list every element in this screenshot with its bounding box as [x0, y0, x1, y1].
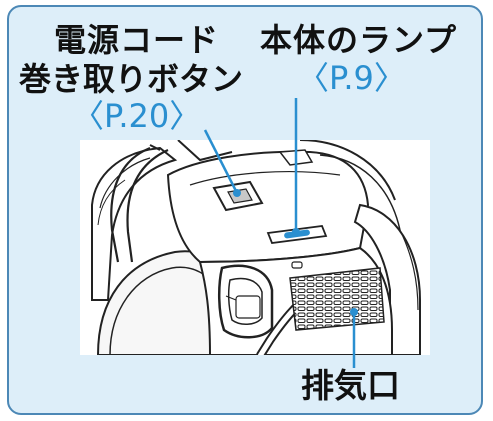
- vacuum-body: [80, 140, 430, 355]
- exhaust-label: 排気口: [301, 366, 400, 405]
- exhaust-leader-dot: [350, 308, 358, 316]
- cord-button-leader-dot: [233, 189, 241, 197]
- cord-button-label-line1: 電源コード: [54, 21, 220, 59]
- cord-button-leader-line: [203, 129, 239, 194]
- lamp-label: 本体のランプ: [260, 21, 458, 59]
- cord-button-page-ref[interactable]: 〈P.20〉: [72, 97, 202, 135]
- cord-button-label-line2: 巻き取りボタン: [19, 60, 244, 98]
- lamp-leader-dot: [292, 228, 300, 236]
- lamp-page-ref[interactable]: 〈P.9〉: [297, 59, 406, 97]
- exhaust-vent: [289, 267, 385, 331]
- hose-port: [218, 264, 274, 339]
